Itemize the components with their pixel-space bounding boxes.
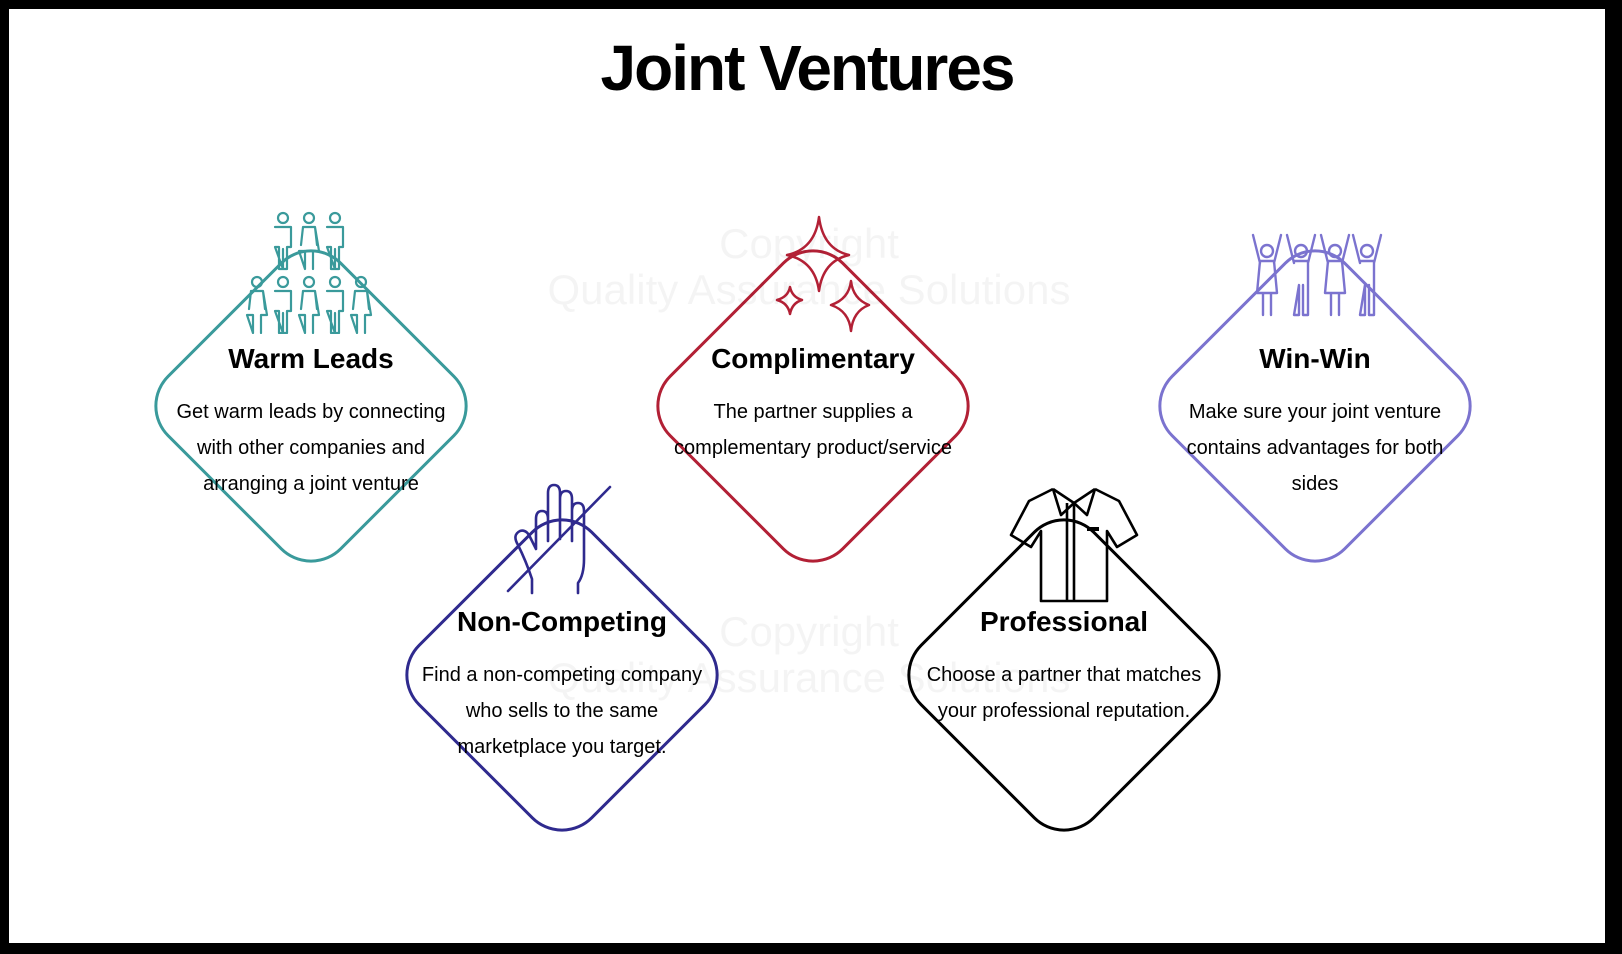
card-body: Find a non-competing company who sells t…: [421, 664, 703, 758]
diamond-professional: [907, 518, 1221, 832]
stop-hand-icon: [506, 483, 612, 595]
card-title: Professional: [979, 606, 1149, 637]
card-title: Win-Win: [1259, 343, 1371, 374]
card-body: Choose a partner that matches your profe…: [926, 664, 1202, 722]
watermark-line1: Copyright: [479, 608, 1139, 655]
watermark-line2: Quality Assurance Solutions: [479, 266, 1139, 313]
sparkle-icon: [775, 215, 871, 333]
people-group-icon: [245, 211, 373, 334]
diamond-warm-leads: [154, 249, 468, 563]
cheering-people-icon: [1251, 233, 1383, 317]
card-body: The partner supplies a complementary pro…: [674, 401, 952, 459]
card-complimentary: Complimentary The partner supplies a com…: [603, 342, 1023, 466]
watermark: Copyright Quality Assurance Solutions: [479, 608, 1139, 701]
card-win-win: Win-Win Make sure your joint venture con…: [1105, 342, 1525, 502]
card-title: Non-Competing: [457, 606, 667, 637]
page-title: Joint Ventures: [600, 32, 1016, 104]
card-non-competing: Non-Competing Find a non-competing compa…: [352, 605, 772, 765]
watermark: Copyright Quality Assurance Solutions: [479, 220, 1139, 313]
diamond-complimentary: [656, 249, 970, 563]
diamond-win-win: [1158, 249, 1472, 563]
card-body: Get warm leads by connecting with other …: [176, 401, 446, 495]
shirt-icon: [1009, 487, 1139, 603]
card-title: Warm Leads: [228, 343, 394, 374]
card-professional: Professional Choose a partner that match…: [854, 605, 1274, 729]
card-warm-leads: Warm Leads Get warm leads by connecting …: [101, 342, 521, 502]
diamond-frames: [154, 249, 1472, 832]
card-title: Complimentary: [711, 343, 915, 374]
slide: Copyright Quality Assurance Solutions Co…: [9, 9, 1605, 943]
watermark-line2: Quality Assurance Solutions: [479, 654, 1139, 701]
card-body: Make sure your joint venture contains ad…: [1186, 401, 1444, 495]
diamond-non-competing: [405, 518, 719, 832]
